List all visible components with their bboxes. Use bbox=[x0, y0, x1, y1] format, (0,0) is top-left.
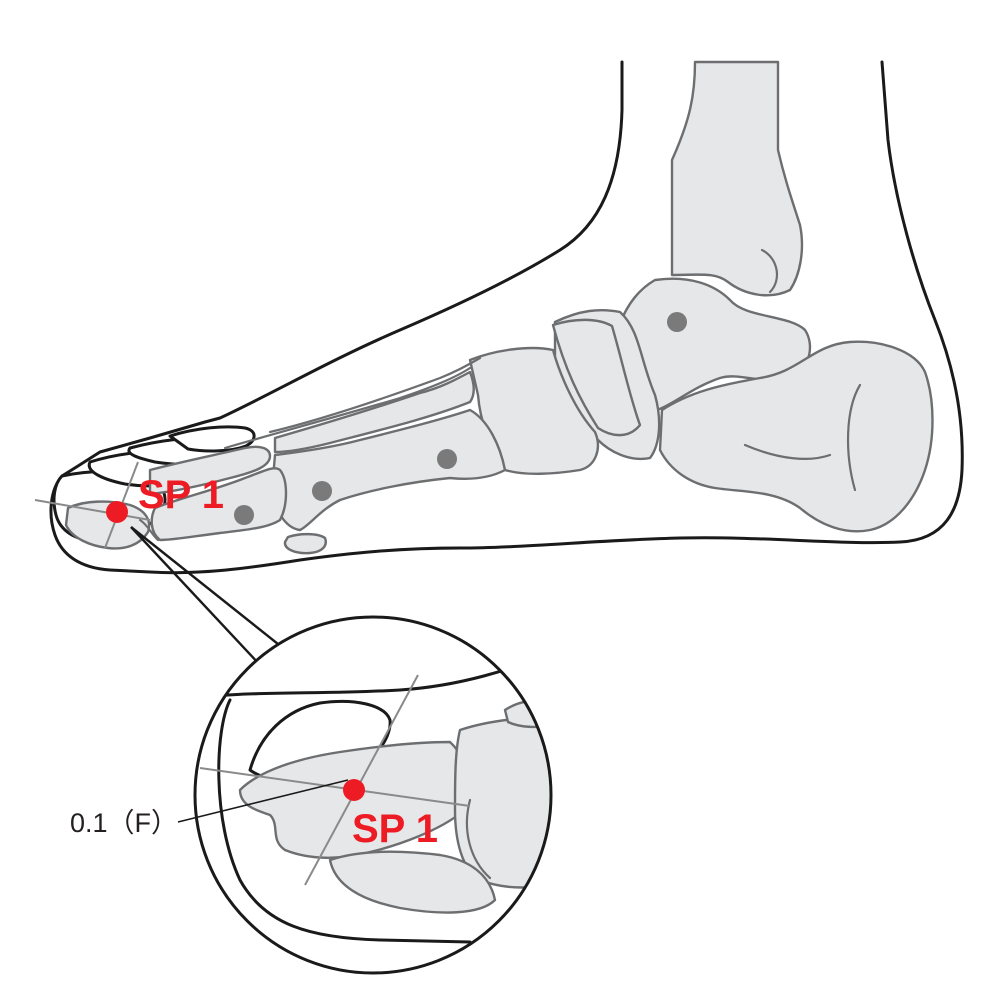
callout-line-lower bbox=[130, 526, 261, 666]
inset-lower-bone bbox=[328, 850, 497, 914]
reference-dot bbox=[234, 505, 254, 525]
foot-bones bbox=[64, 60, 934, 555]
tibia bbox=[670, 60, 804, 297]
foot-main: SP 1 bbox=[34, 60, 964, 575]
sesamoid bbox=[283, 532, 327, 555]
zoom-inset: 0.1（F） SP 1 bbox=[70, 615, 553, 975]
depth-leader-line bbox=[177, 779, 349, 823]
lesser-phalanges bbox=[148, 445, 272, 496]
depth-label: 0.1（F） bbox=[70, 808, 178, 838]
proximal-phalanx-hallux bbox=[150, 467, 288, 542]
inset-acupoint-marker bbox=[343, 779, 365, 801]
reference-dot bbox=[437, 449, 457, 469]
horizontal-guide-line bbox=[34, 499, 151, 521]
reference-dot bbox=[312, 481, 332, 501]
inset-vertical-guide bbox=[304, 674, 419, 886]
reference-points bbox=[234, 312, 687, 525]
metatarsal-1 bbox=[270, 408, 507, 532]
inset-horizontal-guide bbox=[199, 767, 471, 807]
calcaneus bbox=[658, 340, 934, 533]
acupoint-marker bbox=[106, 501, 128, 523]
cuneiform-middle bbox=[551, 318, 642, 437]
inset-acupoint-label: SP 1 bbox=[352, 807, 438, 851]
metatarsal-2 bbox=[273, 370, 475, 454]
inset-skin-outer-line bbox=[217, 698, 472, 944]
reference-dot bbox=[667, 312, 687, 332]
callout-line-upper bbox=[130, 526, 284, 649]
acupoint-label: SP 1 bbox=[138, 473, 224, 517]
distal-phalanx-hallux bbox=[64, 500, 151, 550]
